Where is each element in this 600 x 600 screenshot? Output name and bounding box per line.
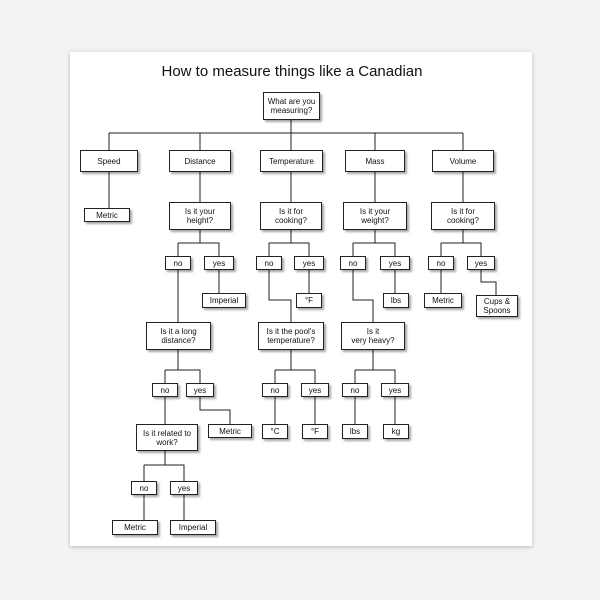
temperature-pool-yes: yes [301, 383, 329, 397]
volume-box: Volume [432, 150, 494, 172]
temperature-box: Temperature [260, 150, 323, 172]
mass-lbs-box-2: lbs [342, 424, 368, 439]
speed-box: Speed [80, 150, 138, 172]
distance-long-no: no [152, 383, 178, 397]
mass-kg-box: kg [383, 424, 409, 439]
diagram-title: How to measure things like a Canadian [161, 63, 423, 80]
distance-long-question: Is it a long distance? [146, 322, 211, 350]
volume-metric-box: Metric [424, 293, 462, 308]
distance-work-no: no [131, 481, 157, 495]
distance-work-question: Is it related to work? [136, 424, 198, 451]
distance-work-metric-box: Metric [112, 520, 158, 535]
distance-imperial-box: Imperial [202, 293, 246, 308]
mass-weight-yes: yes [380, 256, 410, 270]
temperature-fahrenheit-box-2: °F [302, 424, 328, 439]
distance-work-yes: yes [170, 481, 198, 495]
distance-height-no: no [165, 256, 191, 270]
temperature-pool-no: no [262, 383, 288, 397]
temperature-cooking-question: Is it for cooking? [260, 202, 322, 230]
distance-height-yes: yes [204, 256, 234, 270]
volume-cups-spoons-box: Cups & Spoons [476, 295, 518, 317]
mass-box: Mass [345, 150, 405, 172]
distance-height-question: Is it your height? [169, 202, 231, 230]
distance-long-yes: yes [186, 383, 214, 397]
temperature-celsius-box: °C [262, 424, 288, 439]
mass-weight-no: no [340, 256, 366, 270]
mass-heavy-yes: yes [381, 383, 409, 397]
temperature-cooking-no: no [256, 256, 282, 270]
distance-metric-box: Metric [208, 424, 252, 438]
volume-cooking-question: Is it for cooking? [431, 202, 495, 230]
mass-lbs-box-1: lbs [383, 293, 409, 308]
speed-metric-box: Metric [84, 208, 130, 222]
root-question-box: What are you measuring? [263, 92, 320, 120]
temperature-cooking-yes: yes [294, 256, 324, 270]
mass-weight-question: Is it your weight? [343, 202, 407, 230]
distance-box: Distance [169, 150, 231, 172]
temperature-fahrenheit-box-1: °F [296, 293, 322, 308]
mass-heavy-question: Is it very heavy? [341, 322, 405, 350]
temperature-pool-question: Is it the pool's temperature? [258, 322, 324, 350]
volume-cooking-yes: yes [467, 256, 495, 270]
distance-work-imperial-box: Imperial [170, 520, 216, 535]
mass-heavy-no: no [342, 383, 368, 397]
volume-cooking-no: no [428, 256, 454, 270]
